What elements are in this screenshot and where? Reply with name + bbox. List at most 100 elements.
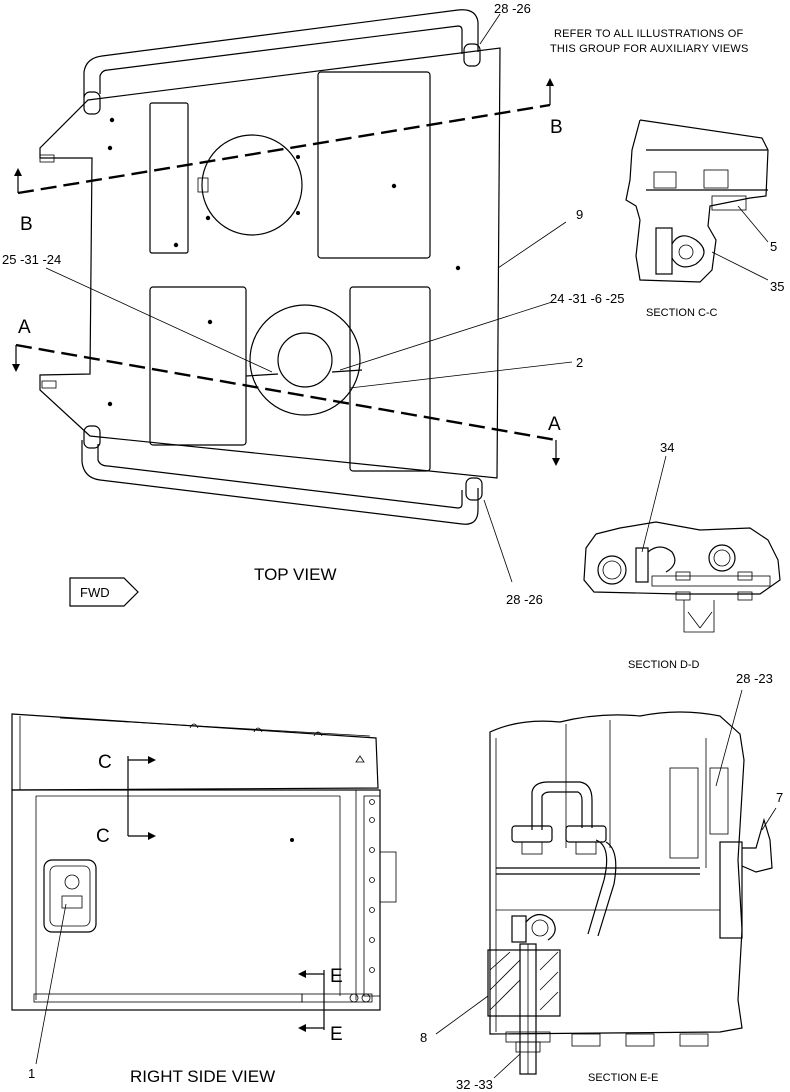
section-c-post bbox=[655, 227, 673, 275]
callout-28-26-bottom: 28 -26 bbox=[506, 592, 543, 607]
leader bbox=[45, 267, 273, 373]
section-e-nut bbox=[575, 841, 597, 855]
callout-35: 35 bbox=[770, 279, 784, 294]
section-d-d: 34 SECTION D-D bbox=[583, 440, 781, 671]
section-e-outline bbox=[489, 711, 745, 1035]
section-e-title: SECTION E-E bbox=[588, 1072, 658, 1084]
panel-opening bbox=[349, 286, 431, 472]
side-flange bbox=[363, 795, 381, 997]
section-d-boss-inner bbox=[602, 560, 622, 580]
flange-bolts bbox=[369, 799, 375, 973]
section-c-tube bbox=[671, 235, 705, 268]
section-e-tube bbox=[531, 781, 593, 830]
bolt-holes bbox=[107, 117, 461, 407]
section-d-title: SECTION D-D bbox=[628, 659, 700, 671]
section-e-hose bbox=[587, 839, 608, 935]
section-d-boss bbox=[597, 555, 627, 585]
callout-28-26-top: 28 -26 bbox=[494, 1, 531, 16]
lower-round-cutout bbox=[249, 304, 361, 416]
section-c-block bbox=[703, 169, 729, 189]
section-c-tube-end bbox=[678, 244, 694, 260]
note-line-2: THIS GROUP FOR AUXILIARY VIEWS bbox=[550, 43, 749, 55]
callout-7: 7 bbox=[776, 790, 783, 805]
leader bbox=[349, 361, 573, 389]
arrow-a-right bbox=[552, 458, 560, 466]
top-plate bbox=[39, 47, 501, 479]
latch-ring bbox=[64, 874, 80, 890]
side-upper-body bbox=[11, 713, 379, 791]
panel-opening bbox=[149, 102, 189, 254]
arrow-e-top bbox=[298, 970, 306, 978]
panel-opening bbox=[149, 286, 247, 446]
section-e-bracket bbox=[709, 767, 729, 835]
clamp-bar bbox=[245, 373, 279, 377]
section-b-label-left: B bbox=[20, 214, 33, 235]
bracket bbox=[39, 154, 55, 163]
section-c-outline bbox=[625, 119, 769, 283]
side-lug bbox=[253, 727, 263, 733]
handle-foot bbox=[83, 425, 101, 449]
section-d-nut bbox=[737, 591, 753, 601]
side-bottom-rail bbox=[301, 993, 373, 1003]
section-d-tube bbox=[647, 546, 676, 573]
leader bbox=[493, 1053, 521, 1079]
section-e-clip bbox=[511, 915, 527, 943]
section-c-title: SECTION C-C bbox=[646, 307, 718, 319]
bottom-handle bbox=[81, 440, 479, 525]
leader bbox=[479, 13, 501, 45]
leader bbox=[483, 499, 513, 583]
side-fitting bbox=[349, 993, 359, 1003]
section-e-e: 28 -23 7 8 32 -33 SECTION E-E bbox=[420, 671, 783, 1092]
arrow-c-top bbox=[148, 756, 156, 764]
callout-2: 2 bbox=[576, 355, 583, 370]
hatch bbox=[539, 991, 559, 1011]
top-view: B B A A 28 -26 9 25 -31 -24 24 -31 -6 -2… bbox=[2, 1, 624, 607]
leader bbox=[35, 903, 67, 1065]
leader bbox=[715, 689, 743, 787]
side-bolt bbox=[290, 838, 294, 842]
cutout-tab bbox=[197, 177, 209, 193]
section-e-clamp-ring bbox=[531, 919, 549, 937]
right-side-view-title: RIGHT SIDE VIEW bbox=[130, 1067, 275, 1086]
fwd-arrow bbox=[69, 577, 139, 607]
panel-opening bbox=[317, 71, 431, 259]
right-side-view: C C E E 1 RIGHT SIDE VIEW bbox=[11, 713, 397, 1086]
section-a-label-right: A bbox=[548, 414, 561, 435]
top-handle bbox=[83, 9, 479, 98]
leader bbox=[497, 221, 567, 269]
callout-32-33: 32 -33 bbox=[456, 1077, 493, 1092]
clamp-bar bbox=[331, 369, 363, 373]
reference-note: REFER TO ALL ILLUSTRATIONS OF THIS GROUP… bbox=[550, 28, 749, 55]
side-fitting bbox=[361, 993, 371, 1003]
callout-34: 34 bbox=[660, 440, 674, 455]
handle-foot bbox=[83, 91, 101, 115]
section-c-c: 5 35 SECTION C-C bbox=[625, 119, 784, 319]
section-c-label-bottom: C bbox=[96, 826, 110, 847]
fwd-label: FWD bbox=[80, 585, 110, 600]
section-d-mount-detail bbox=[699, 611, 713, 629]
top-handle-inner bbox=[99, 25, 463, 94]
access-latch-plate bbox=[43, 859, 97, 933]
leader bbox=[641, 455, 667, 553]
handle-foot bbox=[463, 43, 481, 67]
arrow-b-left bbox=[14, 168, 22, 176]
leader bbox=[339, 301, 553, 371]
access-latch-recess bbox=[49, 865, 91, 927]
arrow-e-bottom bbox=[298, 1024, 306, 1032]
section-d-mount-detail bbox=[687, 611, 701, 629]
section-d-nut bbox=[675, 571, 691, 581]
section-e-valve-handle bbox=[741, 817, 773, 873]
section-e-label-bottom: E bbox=[330, 1024, 343, 1045]
leader bbox=[737, 205, 769, 243]
inner-hole bbox=[277, 332, 333, 388]
section-c-label-top: C bbox=[98, 752, 112, 773]
section-e-clamp bbox=[525, 913, 556, 941]
section-e-panel bbox=[669, 767, 699, 859]
arrow-b-right bbox=[546, 78, 554, 86]
upper-round-cutout bbox=[201, 134, 303, 236]
side-marker bbox=[355, 755, 365, 763]
callout-1: 1 bbox=[28, 1066, 35, 1081]
latch-handle bbox=[61, 895, 83, 909]
callout-24-31-6-25: 24 -31 -6 -25 bbox=[550, 291, 624, 306]
